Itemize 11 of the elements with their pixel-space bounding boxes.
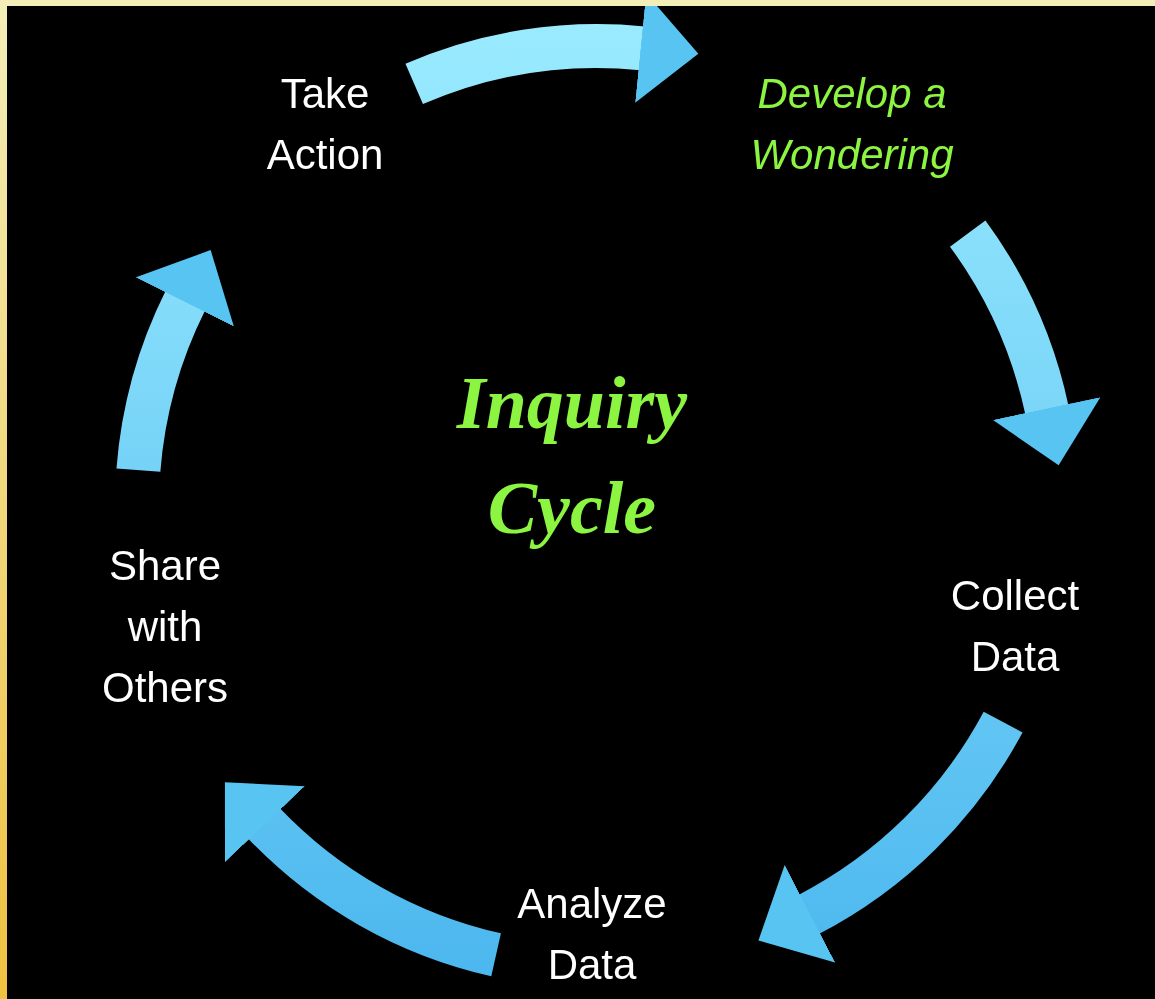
- curved-block-arrow: [760, 710, 1022, 961]
- diagram-title: Inquiry Cycle: [455, 361, 689, 551]
- curved-block-arrow: [949, 221, 1100, 465]
- step-label: Develop a Wondering: [749, 68, 955, 180]
- curved-block-arrow: [406, 6, 699, 105]
- step-label: Share with Others: [100, 540, 229, 713]
- step-label: Collect Data: [949, 571, 1081, 682]
- curved-block-arrow: [222, 784, 503, 976]
- curved-block-arrow: [116, 248, 236, 473]
- step-label: Take Action: [265, 68, 385, 180]
- step-label: Analyze Data: [516, 879, 668, 990]
